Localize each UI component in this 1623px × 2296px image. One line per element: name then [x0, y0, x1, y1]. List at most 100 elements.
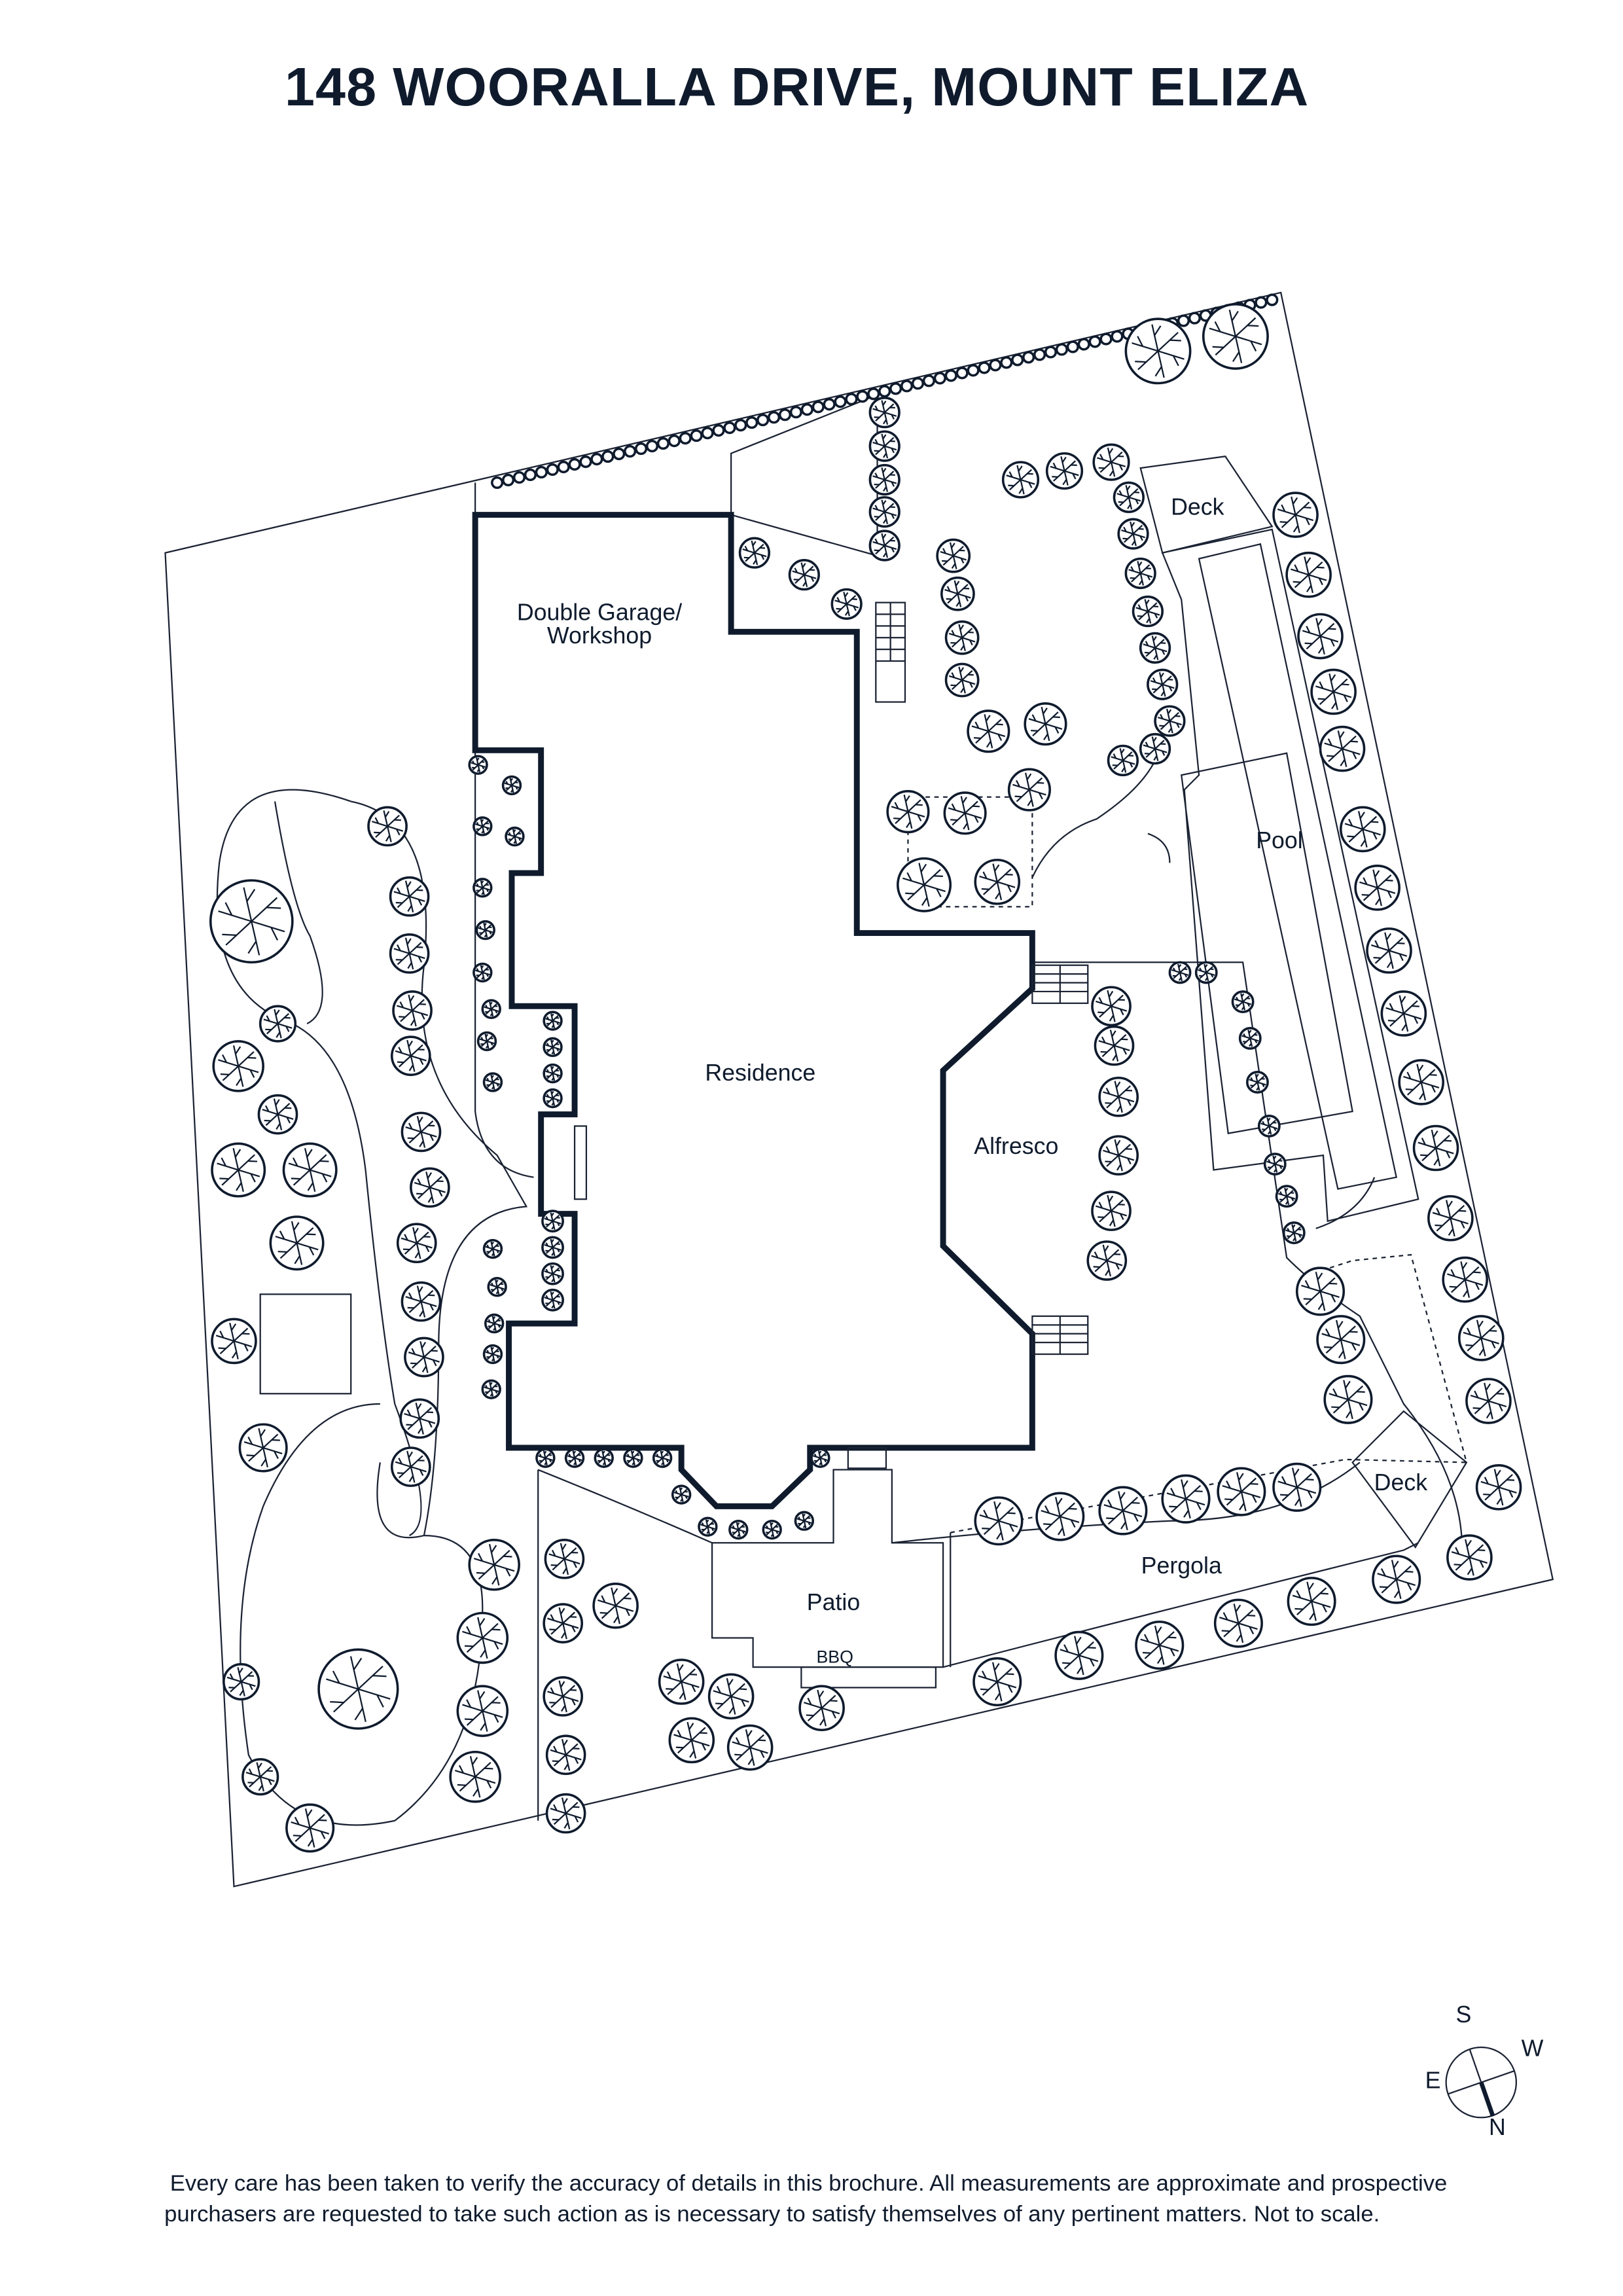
tree-icon — [613, 447, 626, 461]
tree-icon — [868, 430, 901, 462]
tree-icon — [1316, 1315, 1366, 1365]
tree-icon — [1091, 986, 1132, 1027]
tree-icon — [389, 933, 430, 974]
trees — [209, 293, 1522, 1853]
tree-icon — [1044, 346, 1058, 359]
property-boundary — [164, 291, 1554, 1888]
tree-icon — [972, 1657, 1022, 1707]
tree-icon — [545, 1734, 586, 1776]
tree-icon — [1217, 1467, 1266, 1516]
tree-icon — [473, 878, 493, 898]
tree-icon — [845, 393, 858, 406]
tree-icon — [974, 1496, 1024, 1546]
tree-icon — [767, 411, 781, 424]
tree-icon — [590, 452, 603, 466]
tree-icon — [810, 1448, 830, 1468]
tree-icon — [389, 876, 430, 917]
tree-icon — [557, 460, 570, 474]
tree-icon — [978, 361, 991, 374]
deck-bottom — [1351, 1410, 1468, 1549]
tree-icon — [568, 457, 581, 471]
tree-icon — [698, 1516, 718, 1537]
tree-icon — [505, 826, 525, 847]
pool — [1181, 752, 1353, 1134]
tree-icon — [1054, 1630, 1104, 1680]
tree-icon — [223, 1662, 260, 1701]
tree-icon — [390, 1035, 431, 1077]
tree-icon — [728, 1519, 749, 1540]
tree-icon — [1323, 1374, 1373, 1424]
tree-icon — [762, 1519, 782, 1540]
tree-icon — [1231, 990, 1255, 1014]
tree-icon — [868, 397, 901, 429]
tree-icon — [800, 403, 813, 416]
tree-icon — [592, 1583, 639, 1629]
tree-icon — [1124, 317, 1192, 385]
tree-icon — [404, 1336, 444, 1378]
tree-icon — [645, 439, 659, 453]
stairs — [847, 601, 1089, 1469]
tree-icon — [1092, 443, 1130, 481]
tree-icon — [1000, 356, 1013, 369]
tree-icon — [1161, 1474, 1211, 1524]
tree-icon — [367, 806, 408, 847]
tree-icon — [468, 1538, 520, 1591]
tree-icon — [1091, 1191, 1132, 1231]
tree-icon — [1113, 481, 1145, 513]
tree-icon — [1098, 1135, 1139, 1176]
compass-w: W — [1522, 2035, 1544, 2061]
tree-icon — [668, 434, 681, 448]
tree-icon — [285, 1803, 335, 1853]
tree-icon — [543, 1011, 563, 1031]
tree-icon — [543, 1063, 563, 1084]
tree-icon — [868, 529, 901, 562]
tree-icon — [967, 709, 1010, 753]
compass: S W E N — [1425, 2001, 1544, 2140]
tree-icon — [723, 422, 736, 435]
tree-icon — [944, 662, 980, 698]
tree-icon — [1188, 312, 1201, 325]
label-pergola: Pergola — [1141, 1552, 1222, 1579]
tree-icon — [1398, 1059, 1444, 1105]
tree-icon — [911, 377, 925, 390]
tree-icon — [1088, 335, 1101, 348]
tree-icon — [487, 1277, 507, 1297]
tree-icon — [830, 588, 863, 620]
tree-icon — [1372, 1554, 1421, 1604]
tree-icon — [1099, 332, 1113, 346]
tree-icon — [1285, 551, 1332, 598]
tree-icon — [878, 385, 891, 398]
tree-icon — [482, 1238, 503, 1259]
tree-icon — [1310, 668, 1357, 715]
tree-icon — [1033, 348, 1046, 361]
tree-icon — [1457, 1315, 1505, 1361]
tree-icon — [1194, 961, 1218, 984]
page-title: 148 WOORALLA DRIVE, MOUNT ELIZA — [285, 56, 1309, 117]
tree-icon — [392, 990, 433, 1031]
tree-icon — [543, 1088, 563, 1109]
tree-icon — [282, 1142, 338, 1198]
tree-icon — [624, 444, 637, 458]
tree-icon — [1022, 351, 1035, 364]
tree-icon — [1111, 330, 1124, 343]
tree-icon — [401, 1111, 442, 1153]
tree-icon — [212, 1040, 264, 1092]
tree-icon — [211, 1142, 266, 1198]
tree-icon — [933, 372, 946, 385]
label-workshop: Workshop — [547, 622, 652, 649]
label-pool: Pool — [1256, 827, 1303, 853]
tree-icon — [943, 791, 987, 835]
tree-icon — [541, 1262, 564, 1285]
tree-icon — [1246, 1071, 1269, 1094]
tree-icon — [468, 755, 488, 775]
tree-icon — [944, 369, 957, 382]
tree-icon — [900, 380, 914, 393]
tree-icon — [1098, 1076, 1139, 1117]
tree-icon — [269, 1215, 325, 1271]
tree-icon — [535, 1448, 556, 1468]
tree-icon — [543, 1603, 584, 1643]
tree-icon — [512, 471, 526, 484]
tree-icon — [1319, 725, 1366, 772]
tree-icon — [726, 1724, 774, 1771]
tree-icon — [482, 1344, 503, 1365]
